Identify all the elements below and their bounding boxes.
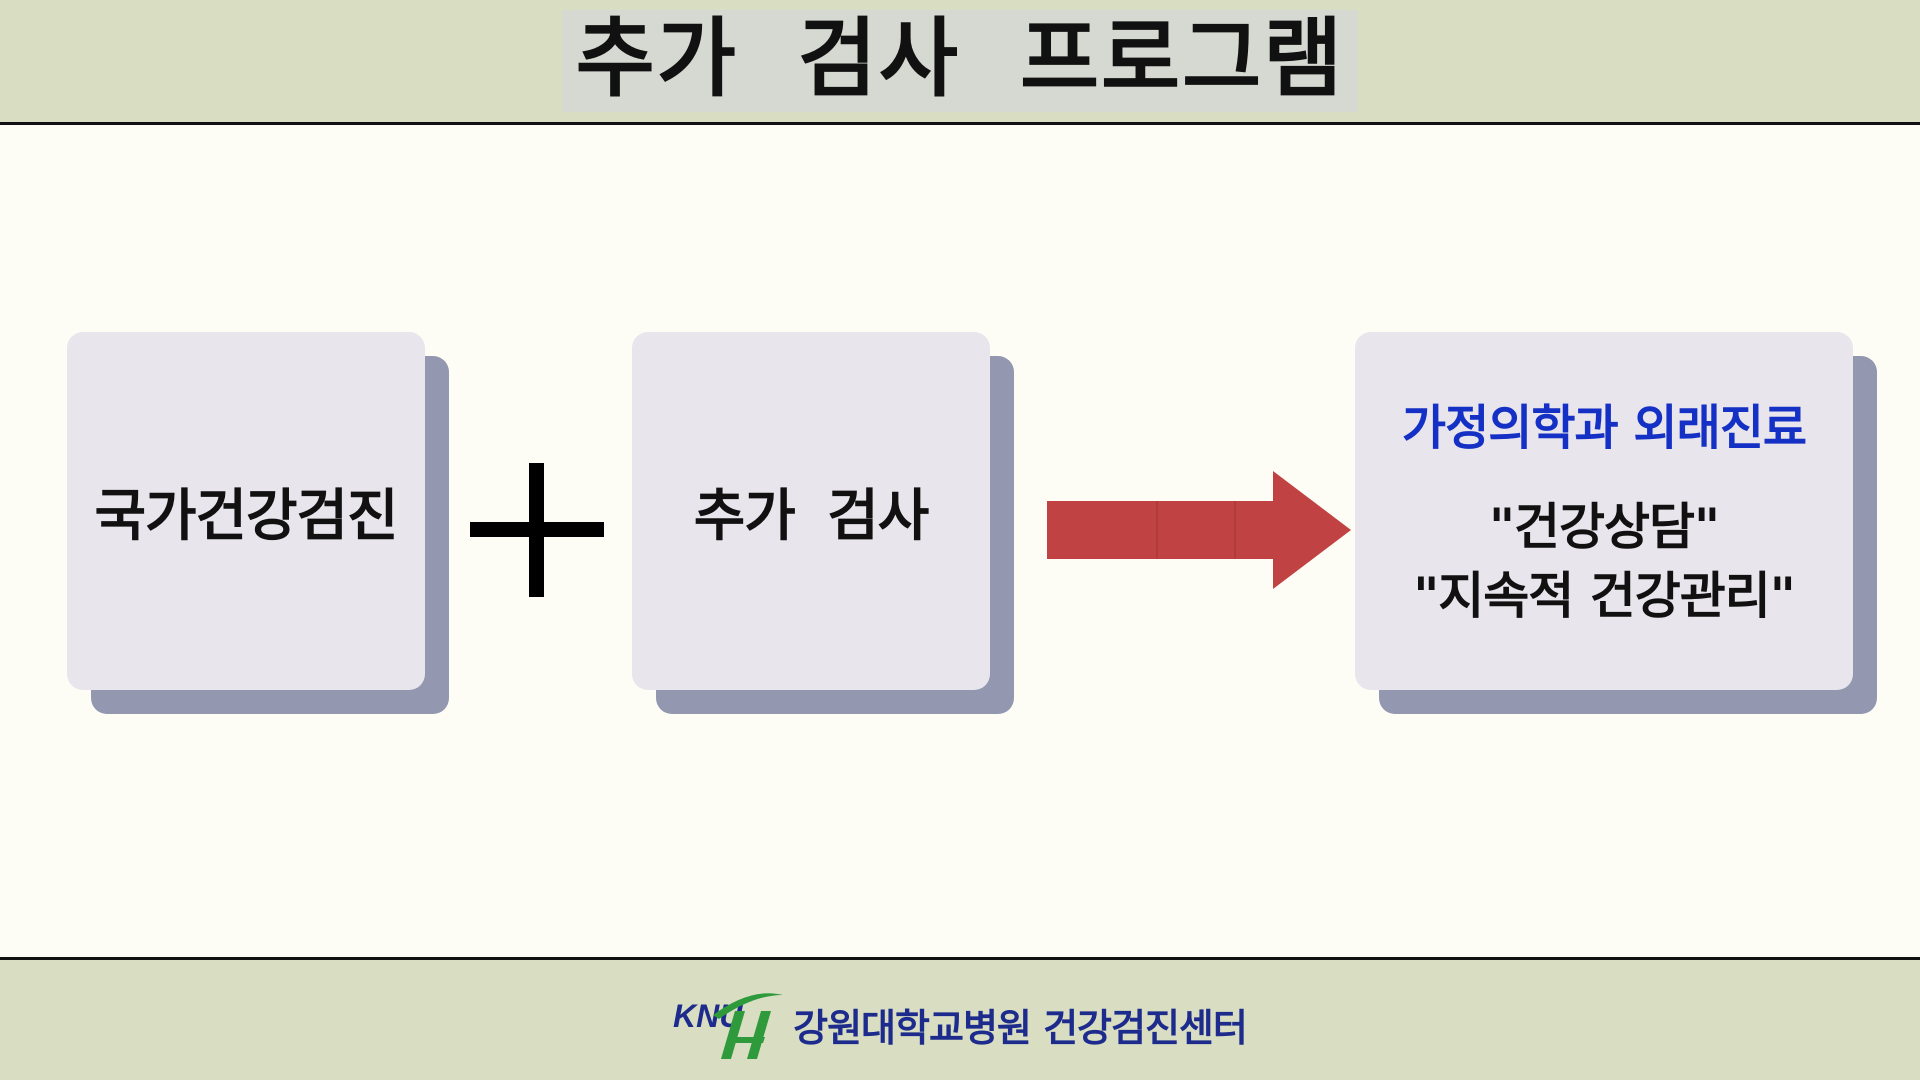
- additional-test-label: 추가 검사: [693, 483, 930, 549]
- header-band: 추가 검사 프로그램: [0, 0, 1920, 125]
- hospital-name: 강원대학교병원 건강검진센터: [793, 1005, 1248, 1050]
- outpatient-care-box: 가정의학과 외래진료 "건강상담" "지속적 건강관리": [1355, 332, 1853, 690]
- national-checkup-label: 국가건강검진: [94, 483, 398, 549]
- right-arrow-icon: [1047, 471, 1351, 589]
- knuh-logo-icon: KNU: [673, 993, 784, 1059]
- outpatient-care-heading: 가정의학과 외래진료: [1401, 400, 1807, 456]
- national-checkup-box: 국가건강검진: [67, 332, 425, 690]
- footer-band: KNU 강원대학교병원 건강검진센터: [0, 957, 1920, 1080]
- additional-test-box: 추가 검사: [632, 332, 990, 690]
- plus-icon: [470, 463, 604, 597]
- health-consultation-text: "건강상담": [1488, 498, 1720, 556]
- continuous-care-text: "지속적 건강관리": [1413, 567, 1796, 625]
- page-title: 추가 검사 프로그램: [561, 10, 1359, 112]
